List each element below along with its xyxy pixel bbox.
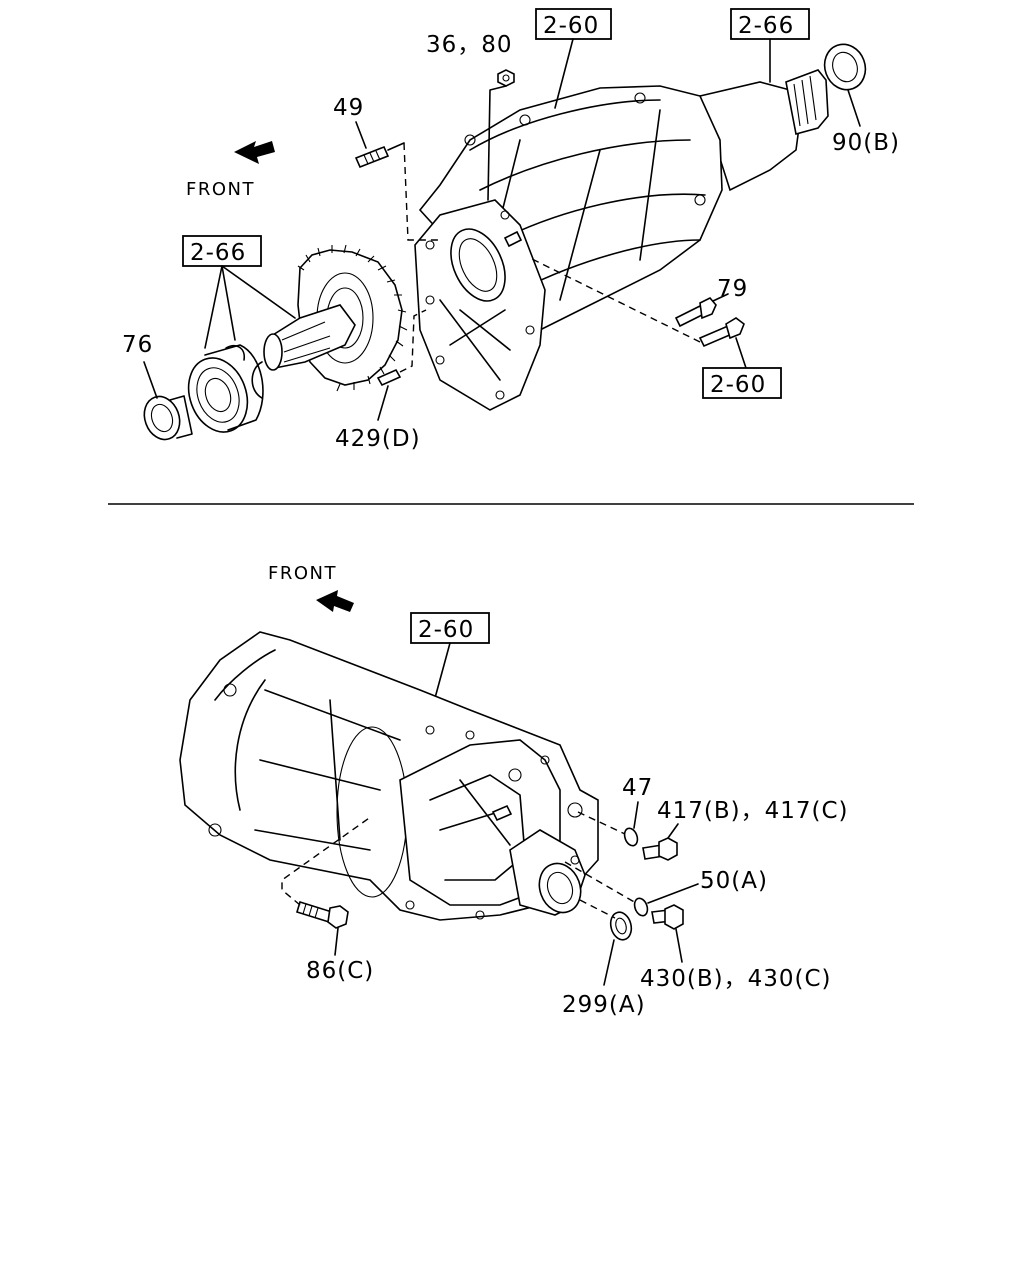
- leader-2-66-a: [204, 265, 223, 349]
- top-assembly: FRONT: [122, 8, 900, 452]
- ref-box-2-60-bottom: [410, 612, 490, 644]
- label-47: 47: [622, 775, 653, 801]
- leader-2-60-top: [554, 38, 574, 109]
- label-79: 79: [717, 276, 748, 302]
- bolt-2-60: [529, 257, 747, 369]
- label-299a: 299(A): [562, 992, 646, 1018]
- bottom-assembly: FRONT 2-60: [179, 563, 849, 1018]
- label-49: 49: [333, 95, 364, 121]
- snap-ring: [225, 344, 263, 399]
- leader-2-66-b: [221, 265, 236, 341]
- plug-417: [642, 823, 679, 861]
- leader-2-60-bottom: [434, 642, 451, 699]
- label-417: 417(B)，417(C): [657, 798, 849, 824]
- oil-seal-76: [143, 395, 193, 441]
- nut-36-80: [487, 69, 515, 201]
- label-50a: 50(A): [700, 868, 768, 894]
- label-2-60-right: 2-60: [710, 372, 766, 398]
- bearing: [187, 344, 264, 433]
- ref-box-2-66-top: [730, 8, 810, 40]
- front-arrow-top: [234, 141, 275, 164]
- label-430: 430(B)，430(C): [640, 966, 832, 992]
- o-ring-47: [577, 801, 639, 847]
- ref-box-2-66-left: [182, 235, 262, 267]
- label-2-66-top: 2-66: [738, 13, 794, 39]
- o-ring-50a: [564, 861, 699, 917]
- input-gear-shaft: [263, 244, 408, 392]
- label-429d: 429(D): [335, 426, 421, 452]
- front-label-top: FRONT: [186, 179, 255, 200]
- ref-box-2-60-top: [535, 8, 612, 40]
- bolt-79: [674, 293, 729, 328]
- label-2-60-bottom: 2-60: [418, 617, 474, 643]
- front-arrow-bottom: [316, 590, 354, 612]
- label-36-80: 36，80: [426, 32, 513, 58]
- front-label-bottom: FRONT: [268, 563, 337, 584]
- stud-49: [354, 142, 440, 241]
- leader-2-66-c: [221, 265, 296, 319]
- label-76: 76: [122, 332, 153, 358]
- transfer-case-housing-top: [414, 69, 829, 411]
- label-2-66-left: 2-66: [190, 240, 246, 266]
- plug-430: [651, 904, 684, 963]
- label-86c: 86(C): [306, 958, 374, 984]
- oil-seal-90b: [823, 43, 867, 127]
- dowel-pin-429d: [376, 309, 427, 421]
- label-2-60-top: 2-60: [543, 13, 599, 39]
- label-90b: 90(B): [832, 130, 900, 156]
- oil-seal-299a: [579, 899, 633, 986]
- ref-box-2-60-right: [702, 367, 782, 399]
- transfer-case-housing-bottom: [179, 631, 599, 921]
- bolt-86c: [281, 815, 373, 956]
